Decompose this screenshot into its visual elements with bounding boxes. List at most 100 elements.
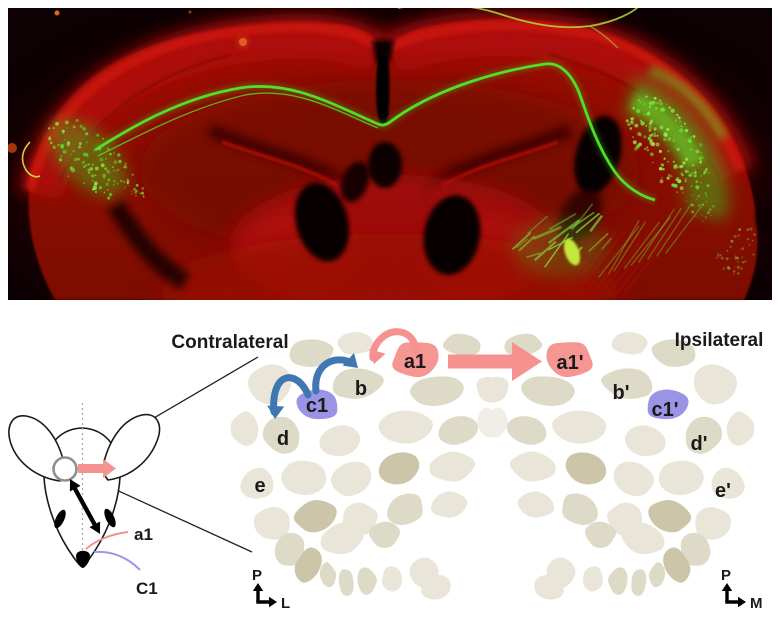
green-speckle — [678, 128, 684, 133]
green-speckle — [83, 165, 86, 168]
brainstem-striation — [353, 237, 384, 300]
green-speckle — [134, 191, 138, 195]
axis-left-up-label: P — [252, 567, 262, 584]
green-speckle — [690, 171, 694, 175]
green-speckle — [733, 234, 737, 238]
barrel-blob — [624, 425, 666, 457]
green-speckle — [105, 182, 109, 186]
green-speckle — [690, 136, 693, 139]
axis-up-arrowhead — [721, 583, 733, 591]
green-speckle — [705, 201, 708, 203]
barrel-label-c1: c1 — [306, 395, 328, 417]
green-speckle — [116, 182, 119, 185]
barrel-blob — [562, 493, 598, 526]
ventricle-far-right — [574, 115, 622, 195]
barrel-blob — [247, 364, 292, 405]
green-speckle — [667, 173, 671, 178]
green-speckle — [60, 154, 63, 158]
green-speckle — [691, 164, 695, 167]
green-speckle — [648, 124, 653, 130]
ventricle-left-horn — [340, 161, 370, 203]
green-speckle — [100, 163, 105, 168]
green-speckle — [61, 129, 65, 133]
capsule-striation — [582, 231, 634, 295]
barrel-label-a1: a1 — [404, 351, 426, 373]
green-speckle — [113, 160, 118, 164]
capsule-wisp — [608, 220, 640, 275]
barrel-map-ipsilateral — [477, 332, 755, 600]
barrel-blob — [477, 407, 501, 438]
green-speckle — [108, 172, 110, 174]
green-speckle — [695, 149, 700, 154]
green-speckle — [656, 134, 659, 137]
barrel-blob — [240, 467, 274, 499]
green-speckle — [123, 166, 126, 169]
green-speckle — [113, 180, 116, 183]
barrel-blob-highlight-pink — [546, 342, 593, 378]
green-speckle — [112, 152, 115, 155]
green-speckle — [734, 266, 736, 268]
green-speckle — [123, 164, 127, 167]
green-speckle — [705, 195, 708, 198]
capsule-wisp — [647, 207, 682, 260]
green-speckle — [632, 116, 635, 119]
green-speckle — [667, 150, 670, 153]
c1-to-b-arrow-head — [342, 353, 358, 368]
green-speckle — [67, 175, 70, 178]
green-speckle — [76, 157, 80, 161]
debris-dot-4 — [188, 10, 192, 14]
green-speckle — [112, 169, 115, 172]
green-speckle — [726, 266, 730, 270]
green-speckle — [730, 239, 734, 243]
green-speckle — [648, 128, 652, 132]
barrel-blob — [382, 566, 403, 592]
barrel-blob — [648, 500, 692, 533]
barrel-blob — [534, 574, 564, 600]
green-speckle — [674, 146, 677, 148]
green-speckle — [652, 161, 654, 164]
green-speckle — [695, 185, 700, 190]
barrel-blob — [517, 491, 555, 518]
green-speckle — [700, 151, 703, 154]
green-speckle — [653, 128, 657, 131]
green-speckle — [735, 256, 740, 260]
c1-to-d-arrow-head — [267, 405, 285, 419]
green-speckle — [85, 141, 88, 144]
edge-notch — [756, 204, 772, 232]
barrel-blob — [421, 574, 451, 600]
green-speckle — [748, 244, 751, 246]
green-speckle — [48, 136, 51, 139]
green-speckle — [94, 181, 98, 186]
green-speckle — [87, 163, 90, 166]
capsule-wisp — [656, 202, 693, 257]
green-speckle — [659, 179, 664, 184]
green-speckle — [93, 149, 95, 152]
green-speckle — [726, 249, 729, 252]
barrel-blob — [506, 416, 547, 445]
green-speckle — [691, 210, 695, 214]
green-speckle — [653, 127, 657, 131]
green-speckle — [99, 186, 103, 189]
green-speckle — [141, 186, 145, 190]
green-speckle — [702, 172, 706, 175]
green-speckle — [733, 273, 736, 275]
green-speckle — [736, 265, 740, 269]
green-speckle — [670, 175, 673, 177]
brain-micrograph — [8, 8, 772, 300]
green-speckle — [650, 133, 654, 136]
capsule-striation — [614, 231, 666, 295]
thalamus-streak — [548, 213, 577, 230]
green-speckle — [663, 132, 668, 137]
green-speckle — [662, 167, 665, 171]
barrel-label-bp: b' — [613, 382, 630, 404]
green-speckle — [689, 173, 693, 177]
green-speckle — [83, 182, 86, 185]
barrel-blob — [695, 506, 732, 540]
stimulus-arrow — [78, 459, 116, 478]
whisker-a1-label: a1 — [134, 525, 153, 544]
green-speckle — [111, 166, 114, 168]
green-speckle — [630, 120, 633, 123]
barrel-blob — [658, 460, 704, 496]
green-speckle — [102, 137, 104, 140]
green-speckle — [749, 227, 753, 231]
